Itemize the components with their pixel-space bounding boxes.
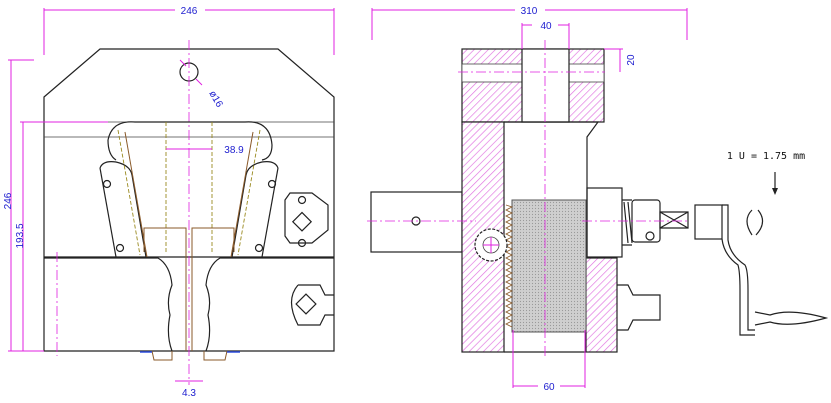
- front-view: 246 246 193.5 38.9 ø16 4.3: [3, 6, 335, 399]
- rack-teeth: [505, 204, 514, 328]
- rack-dim: 60: [543, 382, 555, 393]
- hex-bolt: [290, 284, 334, 326]
- jaw-upper-outline: [107, 121, 273, 161]
- square-drive: [659, 211, 689, 229]
- gap-dim: 4.3: [182, 388, 196, 399]
- front-height-dim: 246: [3, 192, 14, 209]
- side-view: 1 U = 1.75 mm 310 40 20 60: [367, 6, 829, 393]
- bore: [521, 48, 570, 123]
- ratio-note: 1 U = 1.75 mm: [727, 151, 805, 162]
- boss: [586, 187, 623, 258]
- adjuster-knob: [284, 192, 329, 244]
- hole-dim: ø16: [206, 89, 224, 110]
- rack-piston: [511, 199, 587, 333]
- front-width-dim: 246: [181, 6, 198, 17]
- opening-dim: 38.9: [224, 145, 244, 156]
- groove-dim: 20: [626, 54, 637, 66]
- left-lower-block: [44, 257, 173, 352]
- right-jaw-arm: [231, 161, 279, 258]
- bore-dim: 40: [540, 21, 552, 32]
- right-wall: [585, 257, 618, 353]
- crank-handle: [694, 204, 829, 336]
- jaw-height-dim: 193.5: [15, 223, 26, 248]
- side-width-dim: 310: [521, 6, 538, 17]
- left-jaw-arm: [99, 161, 147, 258]
- left-shaft: [370, 191, 463, 253]
- right-lower-block: [205, 257, 334, 352]
- side-bolt: [617, 284, 661, 331]
- rotation-arrow-icon: [746, 209, 764, 236]
